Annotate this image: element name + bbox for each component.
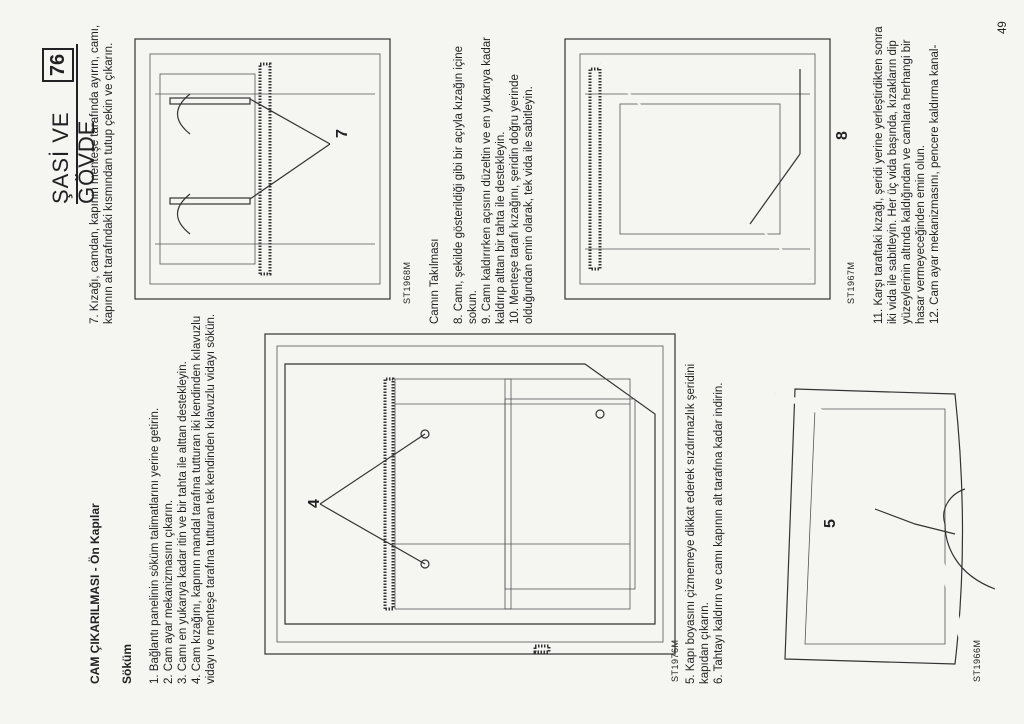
footer-page-number: 49 [997,21,1009,34]
fig4-code: ST1967M [846,261,856,304]
removal-text-block: CAM ÇIKARILMASI - Ön Kapılar Söküm 1. Ba… [88,284,218,684]
removal-steps-2: 5. Kapı boyasını çizmemeye dikkat ederek… [684,354,726,684]
fig-door-frame-screws [264,333,676,655]
list-item: 7. Kızağı, camdan, kapının menteşe taraf… [89,24,115,324]
fig3-callout-number: 7 [334,129,351,138]
section-subtitle: Söküm [120,643,134,684]
list-item: 3. Camı en yukarıya kadar itin ve bir ta… [177,361,189,684]
list-item: 1. Bağlantı panelinin söküm talimatların… [149,407,161,684]
fig-seal-removal [774,388,996,666]
fig2-code: ST1966M [972,639,982,682]
install-text-block: Camın Takılması 8. Camı, şekilde gösteri… [428,24,536,324]
page-header: ŞASİ VE GÖVDE 76 [40,44,99,204]
list-item: 8. Camı, şekilde gösterildiği gibi bir a… [453,45,479,324]
section-title: CAM ÇIKARILMASI - Ön Kapılar [88,503,102,684]
fig4-callout-number: 8 [834,131,851,140]
list-item: 6. Tahtayı kaldırın ve camı kapının alt … [713,382,725,684]
list-item: 9. Camı kaldırırken açısını düzeltin ve … [481,37,507,324]
list-item: 4. Cam kızağını, kapının mandal tarafına… [191,313,217,684]
step7-text: 7. Kızağı, camdan, kapının menteşe taraf… [88,24,116,324]
fig1-callout-number: 4 [306,499,323,508]
fig1-code: ST1976M [670,639,680,682]
removal-steps-list: 1. Bağlantı panelinin söküm talimatların… [148,284,218,684]
install-steps-2: 11. Karşı taraftaki kızağı, şeridi yerin… [872,24,942,324]
fig3-code: ST1968M [402,261,412,304]
install-title: Camın Takılması [429,238,441,324]
fig-glass-angle-insert [564,38,831,300]
install-steps-list: 8. Camı, şekilde gösterildiği gibi bir a… [452,24,536,324]
list-item: 5. Kapı boyasını çizmemeye dikkat ederek… [685,363,711,684]
fig2-callout-number: 5 [822,519,839,528]
list-item: 2. Cam ayar mekanizmasını çıkarın. [163,499,175,684]
page-number-box: 76 [42,48,74,82]
list-item: 12. Cam ayar mekanizmasını, pencere kald… [929,44,941,324]
list-item: 11. Karşı taraftaki kızağı, şeridi yerin… [873,26,927,324]
fig-slide-separation [134,38,391,300]
list-item: 10. Menteşe tarafı kızağını, şeridin doğ… [509,74,535,324]
